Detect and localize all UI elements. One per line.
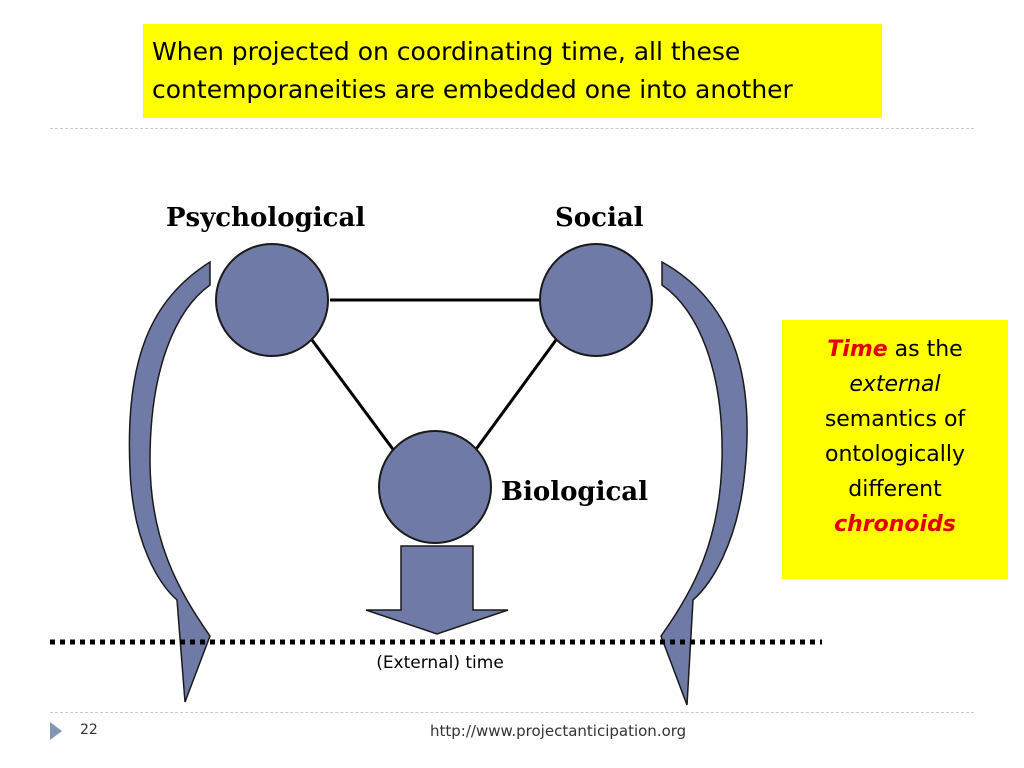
side-note-line-2: external: [849, 372, 941, 397]
title-line-1: When projected on coordinating time, all…: [152, 37, 741, 66]
label-psychological: Psychological: [166, 203, 366, 233]
footer-url[interactable]: http://www.projectanticipation.org: [430, 722, 687, 740]
side-note-box: Time as the external semantics of ontolo…: [782, 320, 1008, 579]
left-curved-arrow: [128, 260, 211, 703]
side-note-line-4: ontologically: [825, 442, 965, 467]
down-block-arrow: [365, 545, 509, 635]
edge-social-biological: [472, 339, 558, 453]
title-line-2: contemporaneities are embedded one into …: [152, 75, 793, 104]
chronoids-emphasis: chronoids: [834, 512, 956, 537]
node-psychological: [215, 243, 329, 357]
time-axis-label: (External) time: [376, 653, 504, 673]
slide-number: 22: [80, 722, 98, 738]
node-biological: [378, 430, 492, 544]
title-banner: When projected on coordinating time, all…: [143, 24, 882, 118]
time-emphasis: Time: [827, 337, 888, 362]
node-social: [539, 243, 653, 357]
top-divider: [50, 128, 974, 129]
right-curved-arrow: [660, 260, 748, 706]
side-note-line-1: Time as the: [782, 332, 1008, 367]
side-note-line-1-rest: as the: [887, 337, 963, 362]
label-social: Social: [555, 203, 644, 233]
edge-psychological-biological: [310, 339, 397, 453]
label-biological: Biological: [501, 477, 649, 507]
footer-marker-icon: [50, 722, 62, 740]
side-note-line-5: different: [848, 477, 942, 502]
bottom-divider: [50, 712, 974, 713]
side-note-line-3: semantics of: [824, 407, 966, 432]
